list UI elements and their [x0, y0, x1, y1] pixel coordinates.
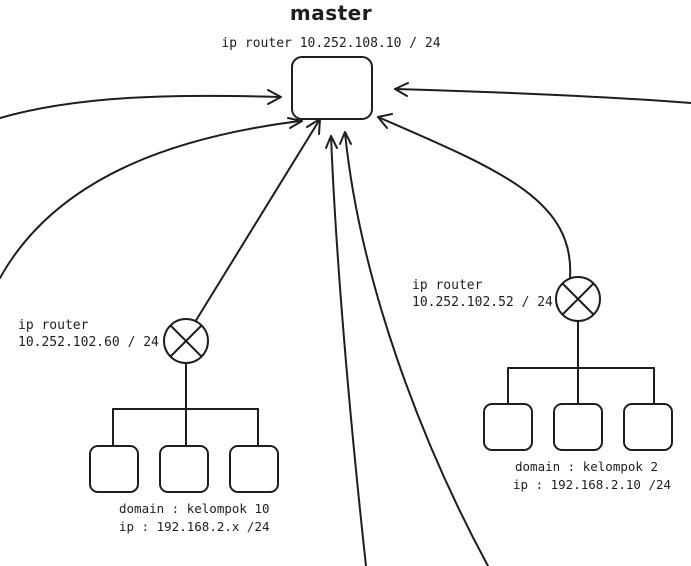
left-router-label-line1: ip router	[18, 318, 89, 333]
arrowhead-right-offscreen	[394, 82, 409, 97]
edge-left-router-to-master	[194, 118, 321, 323]
arrowhead-right-router	[377, 113, 393, 129]
edge-right-offscreen-to-master	[394, 88, 691, 104]
right-host-1	[483, 403, 533, 451]
right-router-label-line2: 10.252.102.52 / 24	[412, 295, 553, 310]
left-switch-tree	[112, 362, 259, 448]
right-domain-ip: ip : 192.168.2.10 /24	[513, 477, 671, 492]
right-router	[555, 276, 601, 322]
right-router-label-line1: ip router	[412, 278, 483, 293]
right-domain-label: domain : kelompok 2	[515, 459, 658, 474]
left-router	[163, 318, 209, 364]
edge-bottom-left-to-master	[330, 135, 367, 566]
left-domain-ip: ip : 192.168.2.x /24	[119, 519, 270, 534]
edge-right-router-to-master	[377, 116, 572, 279]
edge-bottom-right-to-master	[344, 132, 489, 566]
edge-curve-left-to-master	[0, 120, 301, 279]
master-title: master	[290, 1, 372, 25]
arrowhead-left-router	[306, 118, 321, 135]
left-domain-label: domain : kelompok 10	[119, 501, 270, 516]
arrowhead-bottom-right	[339, 131, 352, 145]
arrowhead-curve-left	[287, 117, 303, 129]
left-router-label-line2: 10.252.102.60 / 24	[18, 335, 159, 350]
right-host-2	[553, 403, 603, 451]
left-host-3	[229, 445, 279, 493]
arrowhead-left-offscreen	[267, 89, 282, 105]
right-switch-tree	[507, 320, 655, 406]
master-ip-label: ip router 10.252.108.10 / 24	[221, 36, 440, 51]
edges	[0, 82, 691, 566]
left-host-1	[89, 445, 139, 493]
right-host-3	[623, 403, 673, 451]
master-node	[291, 56, 373, 120]
edge-left-offscreen-to-master	[0, 94, 281, 119]
left-host-2	[159, 445, 209, 493]
arrowhead-bottom-left	[325, 135, 338, 149]
